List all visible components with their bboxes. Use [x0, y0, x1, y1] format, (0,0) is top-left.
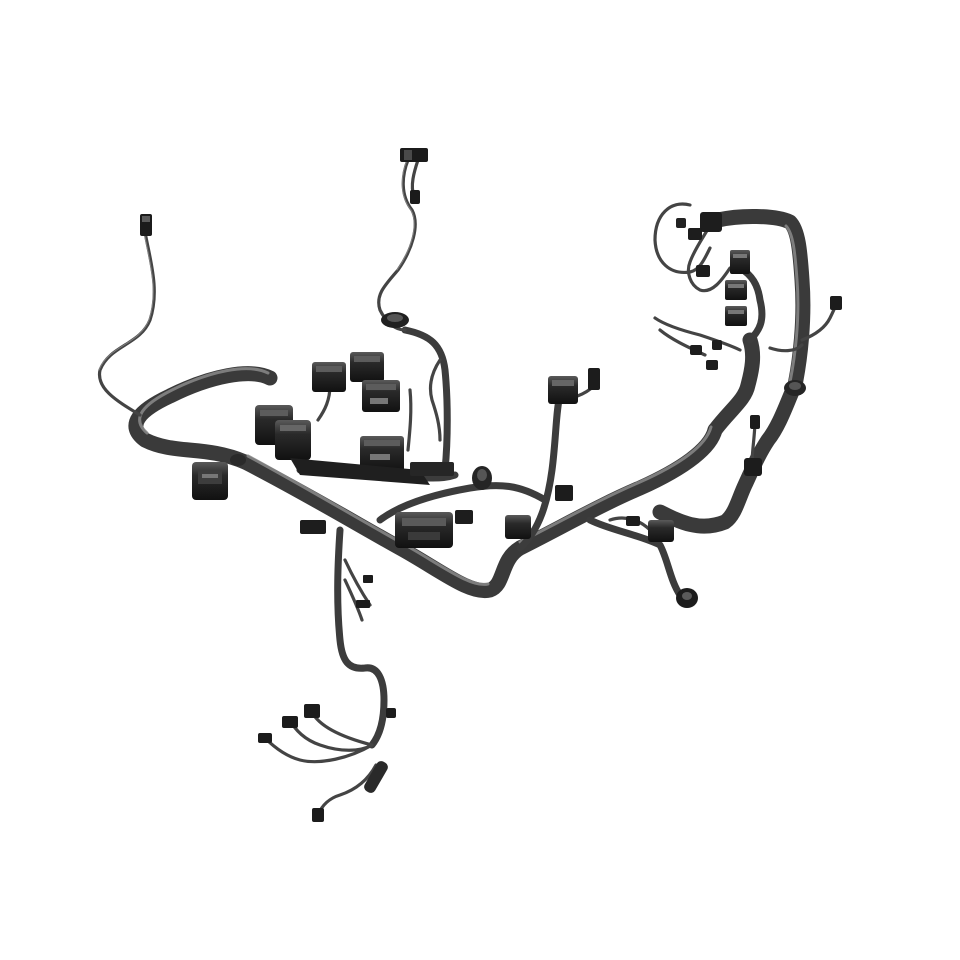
connector-right-stack-2 — [725, 280, 747, 300]
secondary-branches — [296, 264, 766, 749]
grommet-center — [472, 466, 492, 490]
branch-top-mid — [401, 326, 451, 474]
coil-pack-3 — [362, 380, 400, 412]
connector-leg-bottom-3 — [304, 704, 320, 718]
connector-top-center — [400, 148, 428, 204]
wire-right-top-loop — [653, 202, 712, 274]
branch-center-rise — [516, 391, 564, 552]
connector-right-stack-3 — [725, 306, 747, 326]
connector-leg-bottom-1 — [258, 733, 272, 743]
thin-wire-shine — [98, 159, 415, 371]
branch-right-mid — [736, 264, 766, 344]
connector-center-small-b — [505, 515, 531, 539]
wire-top-mid-c — [428, 358, 442, 442]
wire-leg-bottom-a — [288, 718, 374, 752]
wire-right-top-b — [686, 220, 732, 293]
trunk-main-diagonal-shine — [246, 454, 490, 586]
wire-leg-bottom-b — [263, 736, 374, 764]
wire-top-center-shine — [396, 159, 415, 271]
connectors — [140, 148, 842, 822]
connector-right-stub-plug — [830, 296, 842, 310]
connector-leg-bottom-2 — [282, 716, 298, 728]
grommet-right — [784, 380, 806, 396]
trunk-right-rise — [707, 332, 761, 438]
wire-leg-bottom-c — [316, 763, 378, 817]
wire-far-left — [97, 230, 156, 417]
connector-center-riser — [548, 368, 600, 404]
wire-leg-mid-b — [343, 578, 364, 622]
branch-right-lower — [586, 516, 684, 599]
coil-pack-2 — [350, 352, 384, 382]
connector-leg-clip — [386, 708, 396, 718]
branch-center-left — [376, 482, 549, 524]
trunk-right-lower — [652, 377, 803, 534]
trunk-right-vertical-shine — [784, 224, 800, 384]
connector-left-box — [192, 462, 228, 500]
trunk-left-loop — [128, 366, 278, 470]
wire-right-stub-b — [768, 343, 804, 353]
trunk-right-rise-shine — [518, 425, 713, 544]
wire-leg-bottom-d — [310, 710, 374, 747]
connector-top-clip — [381, 312, 409, 328]
connector-center-small-a — [455, 510, 473, 524]
grommet-left — [230, 454, 246, 466]
connector-right-feathers — [690, 340, 722, 370]
coil-pack-4 — [360, 436, 404, 472]
coil-pack-6 — [275, 420, 311, 460]
connector-leg-sleeve — [364, 761, 388, 793]
connector-right-stack-1 — [730, 250, 750, 274]
coil-rail — [290, 458, 454, 485]
connector-center-ecu — [395, 512, 453, 548]
trunk-left-loop-shine — [138, 367, 270, 435]
wire-far-left-shine — [98, 231, 154, 371]
connector-right-drop — [744, 415, 762, 476]
trunk-main-diagonal — [237, 422, 723, 599]
coil-pack-1 — [312, 362, 346, 392]
wire-coil-tops-b — [406, 388, 413, 452]
branch-lower-leg — [334, 526, 388, 749]
connector-far-left-top — [140, 214, 152, 236]
connector-right-round — [676, 588, 698, 608]
connector-right-lower-box — [626, 516, 674, 542]
connector-leg-bottom-4 — [312, 808, 324, 822]
connector-right-top-cluster — [676, 212, 722, 277]
connector-leg-mid-clips — [300, 520, 373, 608]
wire-right-feathers — [653, 316, 742, 352]
connector-center-mid — [555, 485, 573, 501]
